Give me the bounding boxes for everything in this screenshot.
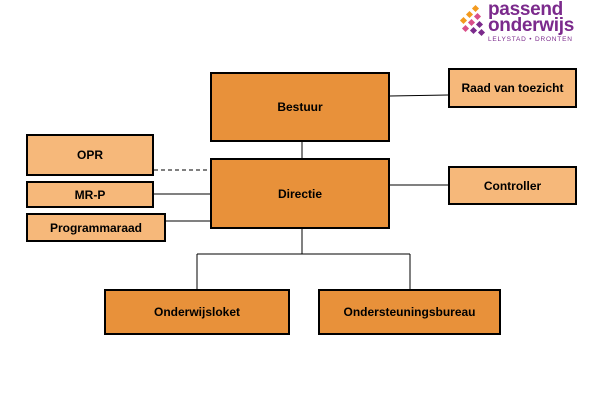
box-controller-label: Controller <box>483 178 542 193</box>
box-bestuur-label: Bestuur <box>277 100 323 114</box>
logo-subtitle: LELYSTAD • DRONTEN <box>488 36 573 43</box>
logo-line-1: passend <box>488 0 563 20</box>
box-raad-van-toezicht: Raad van toezicht <box>448 68 577 108</box>
box-ondersteuningsbureau: Ondersteuningsbureau <box>318 289 501 335</box>
box-directie-label: Directie <box>277 186 323 201</box>
connector-bestuur-raad <box>389 94 449 97</box>
passend-onderwijs-logo: passend onderwijs LELYSTAD • DRONTEN <box>457 0 602 46</box>
box-controller: Controller <box>448 166 577 205</box>
box-opr: OPR <box>26 134 154 176</box>
box-programmaraad-label: Programmaraad <box>49 220 143 235</box>
box-ondersteuningsbureau-label: Ondersteuningsbureau <box>343 305 476 319</box>
box-bestuur: Bestuur <box>210 72 390 142</box>
box-mrp-label: MR-P <box>74 187 106 202</box>
logo-line-2: onderwijs <box>488 15 574 36</box>
box-mr-p: MR-P <box>26 181 154 208</box>
box-opr-label: OPR <box>76 148 103 162</box>
box-onderwijsloket: Onderwijsloket <box>104 289 290 335</box>
logo-wordmark: passend onderwijs <box>488 0 574 36</box>
box-directie: Directie <box>210 158 390 229</box>
box-programmaraad: Programmaraad <box>26 213 166 242</box>
box-raad-label: Raad van toezicht <box>461 81 564 95</box>
box-onderwijsloket-label: Onderwijsloket <box>153 305 241 319</box>
